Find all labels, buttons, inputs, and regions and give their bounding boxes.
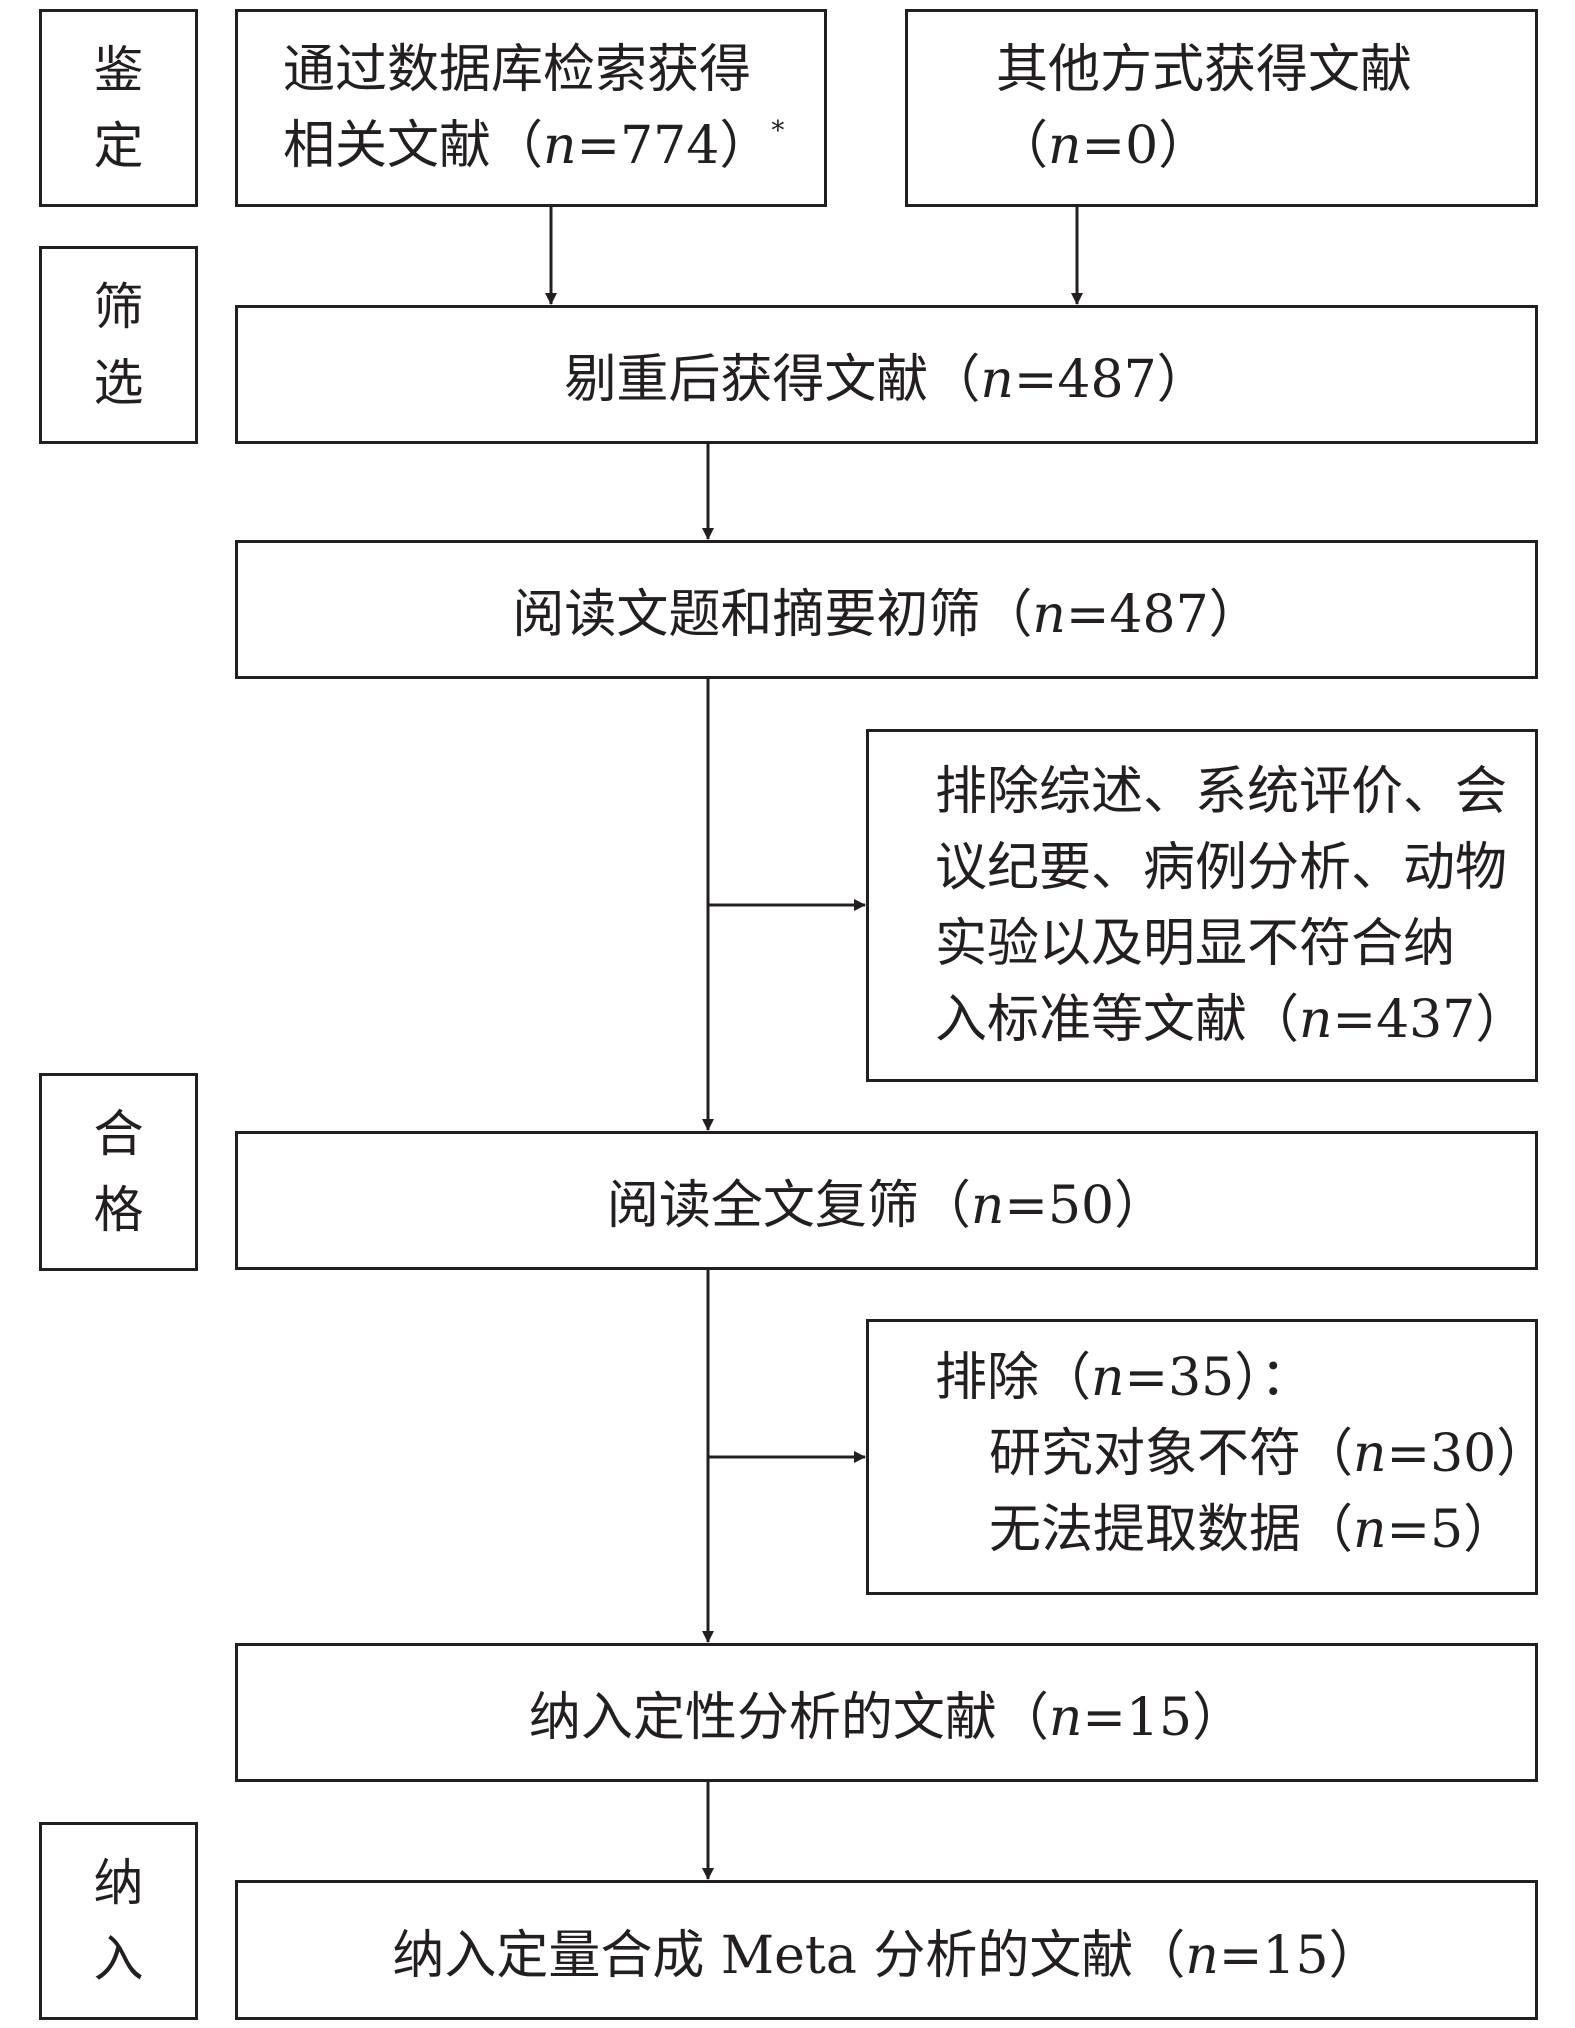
stage-included-char2: 入 — [93, 1930, 144, 1988]
qualitative-synthesis-label: 纳入定性分析的文献（n=15） — [528, 1688, 1245, 1748]
database-search-line1: 通过数据库检索获得 — [283, 40, 752, 100]
footnote-marker: * — [771, 116, 785, 146]
stage-screening-char1: 筛 — [93, 278, 144, 336]
stage-eligibility: 合 格 — [39, 1073, 198, 1271]
deduplicated-label: 剔重后获得文献（n=487） — [564, 350, 1209, 410]
stage-eligibility-char1: 合 — [93, 1105, 144, 1163]
stage-included-char1: 纳 — [93, 1854, 144, 1912]
exclusion-box-2: 排除（n=35）： 研究对象不符（n=30） 无法提取数据（n=5） — [866, 1319, 1549, 1595]
exclusion-2-line1: 排除（n=35）： — [935, 1348, 1313, 1408]
stage-identification: 鉴 定 — [39, 9, 198, 207]
meta-analysis-label: 纳入定量合成 Meta 分析的文献（n=15） — [392, 1925, 1381, 1986]
exclusion-2-line2: 研究对象不符（n=30） — [989, 1424, 1549, 1484]
stage-eligibility-char2: 格 — [93, 1181, 144, 1239]
other-sources-line1: 其他方式获得文献 — [996, 40, 1413, 100]
stage-identification-char1: 鉴 — [93, 41, 144, 99]
other-sources-line2: （n=0） — [996, 116, 1211, 176]
exclusion-2-line3: 无法提取数据（n=5） — [989, 1500, 1516, 1560]
exclusion-1-line4: 入标准等文献（n=437） — [935, 990, 1528, 1050]
stage-screening-char2: 选 — [93, 354, 144, 412]
stage-screening: 筛 选 — [39, 246, 198, 444]
exclusion-1-line3: 实验以及明显不符合纳 — [935, 914, 1456, 974]
deduplicated-box: 剔重后获得文献（n=487） — [235, 305, 1538, 444]
fulltext-screening-label: 阅读全文复筛（n=50） — [606, 1176, 1167, 1236]
exclusion-1-line2: 议纪要、病例分析、动物 — [935, 838, 1508, 898]
database-search-line2: 相关文献（n=774）* — [283, 116, 785, 176]
database-search-box: 通过数据库检索获得 相关文献（n=774）* — [235, 9, 827, 207]
meta-analysis-box: 纳入定量合成 Meta 分析的文献（n=15） — [235, 1880, 1538, 2020]
title-abstract-screening-box: 阅读文题和摘要初筛（n=487） — [235, 540, 1538, 679]
stage-identification-char2: 定 — [93, 117, 144, 175]
exclusion-1-line1: 排除综述、系统评价、会 — [935, 762, 1508, 822]
stage-included: 纳 入 — [39, 1822, 198, 2020]
qualitative-synthesis-box: 纳入定性分析的文献（n=15） — [235, 1643, 1538, 1782]
title-abstract-screening-label: 阅读文题和摘要初筛（n=487） — [512, 585, 1261, 645]
exclusion-box-1: 排除综述、系统评价、会 议纪要、病例分析、动物 实验以及明显不符合纳 入标准等文… — [866, 729, 1538, 1082]
other-sources-box: 其他方式获得文献 （n=0） — [905, 9, 1538, 207]
fulltext-screening-box: 阅读全文复筛（n=50） — [235, 1131, 1538, 1270]
